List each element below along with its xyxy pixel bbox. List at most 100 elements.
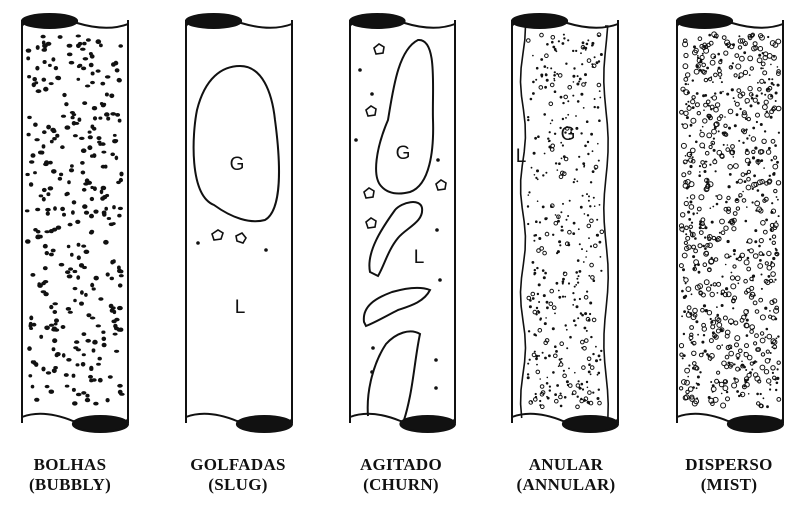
mist-droplet [770, 64, 772, 66]
mist-droplet [748, 393, 750, 395]
mist-droplet [686, 236, 690, 240]
mist-droplet [768, 147, 771, 150]
bubbly-bubble [93, 402, 98, 406]
annular-droplet [579, 270, 582, 273]
mist-droplet [704, 170, 707, 173]
mist-droplet [716, 329, 720, 333]
mist-droplet [704, 78, 707, 81]
annular-droplet [581, 63, 583, 65]
mist-droplet [727, 210, 731, 214]
annular-droplet [590, 181, 592, 183]
annular-droplet [560, 96, 563, 99]
annular-droplet [538, 283, 541, 286]
mist-droplet [731, 66, 733, 68]
mist-droplet [734, 321, 738, 325]
mist-droplet [762, 253, 765, 256]
annular-droplet [548, 354, 551, 357]
mist-droplet [763, 71, 767, 75]
annular-droplet [579, 298, 581, 300]
mist-droplet [739, 108, 741, 110]
mist-droplet [688, 364, 690, 366]
annular-droplet [579, 243, 581, 245]
mist-droplet [771, 366, 775, 370]
mist-droplet [756, 113, 760, 117]
mist-droplet [729, 351, 734, 356]
mist-droplet [710, 360, 712, 362]
annular-droplet [587, 39, 589, 41]
mist-droplet [698, 174, 701, 177]
mist-droplet [689, 225, 692, 228]
bubbly-bubble [114, 350, 119, 353]
caption-slug: GOLFADAS (SLUG) [163, 455, 313, 495]
bubbly-bubble [53, 366, 58, 369]
mist-droplet [723, 132, 726, 135]
bubbly-bubble [90, 283, 94, 288]
bubbly-bubble [96, 39, 102, 44]
annular-droplet [573, 81, 575, 83]
mist-droplet [708, 355, 710, 357]
mist-droplet [726, 148, 730, 152]
mist-droplet [769, 310, 771, 312]
bubbly-bubble [105, 93, 109, 97]
mist-droplet [704, 247, 707, 250]
mist-droplet [679, 387, 682, 390]
annular-droplet [580, 206, 583, 209]
mist-droplet [717, 53, 720, 56]
mist-droplet [692, 245, 696, 249]
mist-droplet [685, 282, 687, 284]
mist-droplet [767, 36, 769, 38]
mist-droplet [706, 100, 710, 104]
mist-droplet [695, 320, 698, 323]
mist-droplet [764, 130, 766, 132]
mist-droplet [771, 342, 774, 345]
mist-droplet [684, 111, 688, 115]
annular-droplet [581, 383, 584, 386]
annular-droplet [598, 372, 601, 375]
annular-droplet [594, 244, 598, 248]
bubbly-bubble [113, 134, 117, 137]
annular-droplet [584, 327, 587, 330]
mist-droplet [712, 81, 714, 83]
mist-droplet [710, 318, 712, 320]
bubbly-bubble [96, 69, 101, 72]
mist-droplet [684, 78, 688, 82]
mist-droplet [685, 155, 687, 157]
annular-droplet [536, 67, 539, 70]
mist-droplet [759, 239, 763, 243]
mist-droplet [733, 249, 736, 252]
mist-droplet [699, 171, 701, 173]
mist-droplet [735, 343, 739, 347]
mist-droplet [694, 237, 697, 240]
annular-droplet [600, 256, 602, 258]
mist-droplet [685, 103, 687, 105]
mist-droplet [772, 241, 775, 244]
mist-droplet [739, 368, 741, 370]
annular-droplet [582, 195, 584, 197]
mist-droplet [708, 105, 710, 107]
annular-droplet [593, 279, 596, 282]
annular-droplet [544, 153, 546, 155]
mist-droplet [715, 170, 717, 172]
mist-droplet [776, 382, 779, 385]
bubbly-bubble [51, 57, 55, 61]
caption-bubbly: BOLHAS (BUBBLY) [0, 455, 145, 495]
annular-droplet [544, 217, 547, 220]
mist-droplet [724, 226, 728, 230]
annular-droplet [563, 374, 567, 378]
mist-droplet [692, 79, 694, 81]
bubbly-bubble [93, 210, 98, 214]
annular-droplet [582, 47, 585, 50]
mist-droplet [728, 185, 731, 188]
annular-droplet [546, 301, 549, 304]
annular-droplet [583, 347, 587, 351]
annular-droplet [554, 48, 557, 51]
mist-droplet [717, 371, 720, 374]
annular-droplet [555, 399, 559, 403]
mist-droplet [731, 347, 733, 349]
annular-droplet [545, 317, 547, 319]
bubbly-bubble [101, 331, 105, 334]
annular-droplet [558, 296, 561, 299]
bubbly-bubble [49, 324, 54, 327]
bubbly-bubble [54, 66, 58, 70]
annular-droplet [592, 353, 594, 355]
